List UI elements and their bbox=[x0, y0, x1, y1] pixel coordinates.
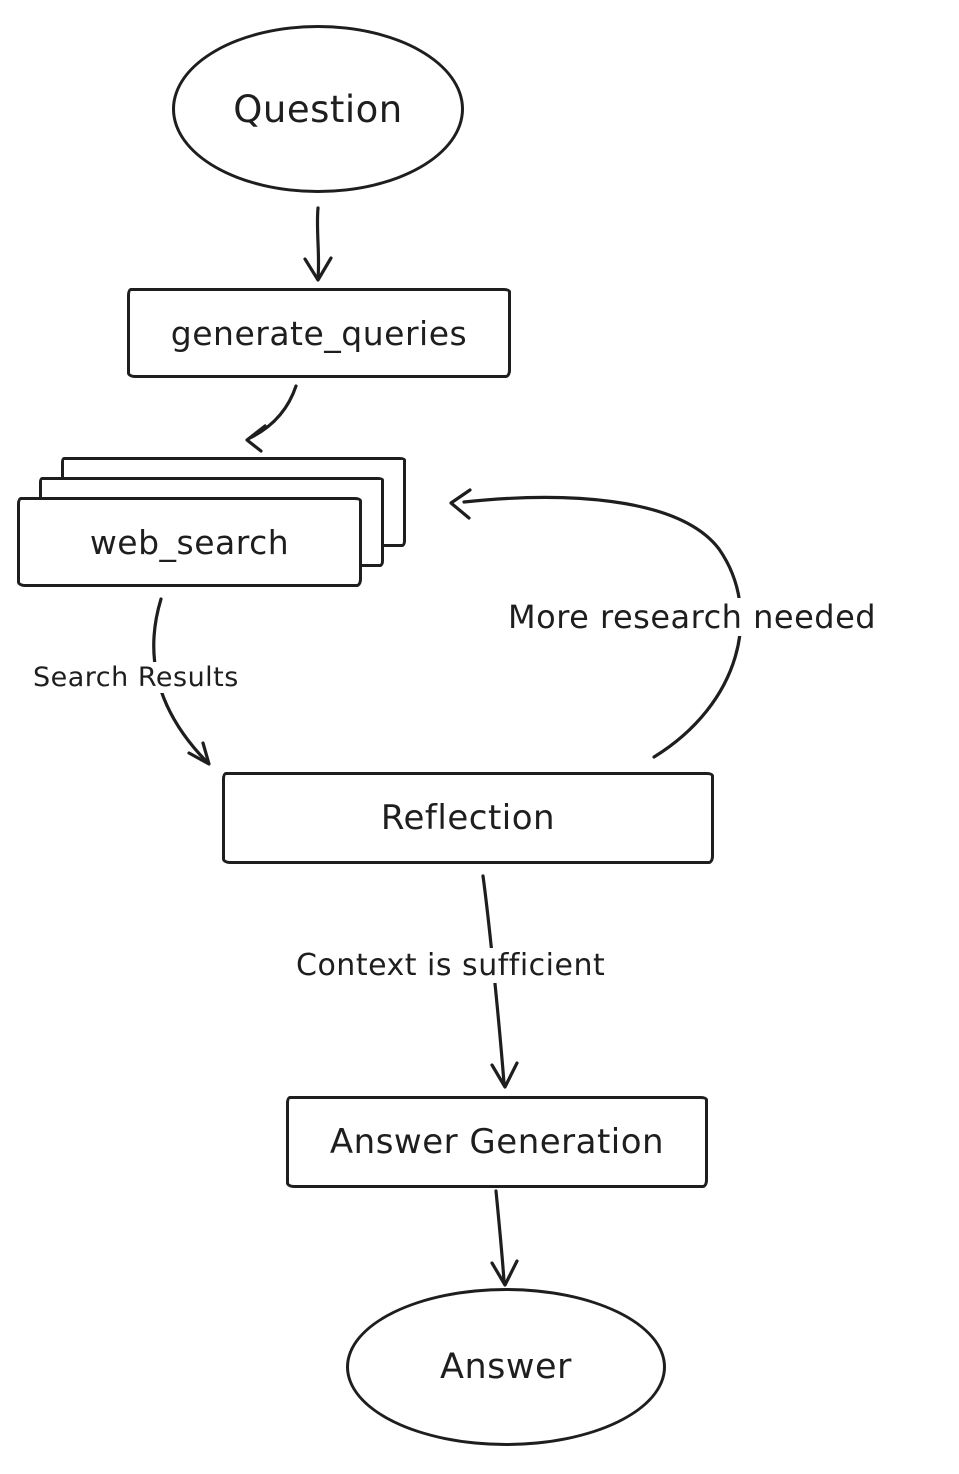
node-question-label: Question bbox=[233, 87, 403, 131]
node-answer-generation-label: Answer Generation bbox=[329, 1122, 665, 1162]
node-web-search: web_search bbox=[17, 497, 362, 587]
edge-label-context-is-sufficient: Context is sufficient bbox=[291, 948, 611, 983]
node-answer-generation: Answer Generation bbox=[286, 1096, 708, 1188]
arrowhead-left-down-icon bbox=[245, 424, 267, 453]
node-web-search-label: web_search bbox=[89, 522, 290, 562]
arrowhead-left-icon bbox=[449, 488, 472, 520]
edge-reflection-to-web-search bbox=[449, 488, 743, 759]
node-reflection: Reflection bbox=[222, 772, 714, 864]
node-reflection-label: Reflection bbox=[380, 798, 556, 838]
arrowhead-down-icon bbox=[490, 1061, 519, 1089]
edge-label-search-results: Search Results bbox=[28, 662, 244, 693]
edge-label-more-research-needed: More research needed bbox=[503, 598, 882, 636]
edge-answer-generation-to-answer bbox=[490, 1189, 519, 1287]
arrowhead-down-icon bbox=[303, 256, 333, 282]
arrowhead-down-right-icon bbox=[187, 741, 211, 766]
node-generate-queries-label: generate_queries bbox=[170, 313, 468, 353]
arrowhead-down-icon bbox=[490, 1259, 519, 1287]
edge-question-to-generate-queries bbox=[303, 206, 333, 282]
node-answer-label: Answer bbox=[440, 1347, 572, 1387]
node-question: Question bbox=[172, 25, 464, 193]
edge-generate-queries-to-web-search bbox=[245, 384, 298, 453]
node-generate-queries: generate_queries bbox=[127, 288, 511, 378]
node-answer: Answer bbox=[346, 1288, 666, 1446]
